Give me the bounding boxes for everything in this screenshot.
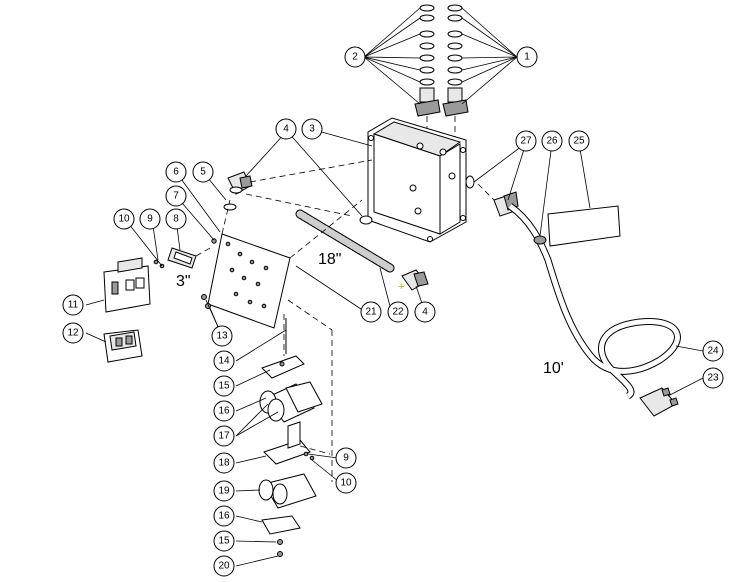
callout-13: 13	[211, 325, 233, 347]
callout-23: 23	[702, 367, 724, 389]
svg-text:14: 14	[218, 356, 230, 367]
capacitors-lower	[258, 473, 317, 509]
callout-5: 5	[192, 161, 214, 183]
washer	[277, 539, 283, 545]
svg-text:25: 25	[573, 136, 585, 147]
svg-text:3: 3	[309, 124, 315, 135]
nut	[277, 551, 283, 557]
svg-text:20: 20	[218, 561, 230, 572]
svg-text:12: 12	[67, 328, 79, 339]
svg-text:19: 19	[218, 486, 230, 497]
din-rail-length-label: 3"	[176, 273, 191, 290]
callout-12: 12	[62, 322, 84, 344]
screw	[211, 238, 217, 244]
svg-text:7: 7	[173, 191, 179, 202]
svg-text:9: 9	[147, 214, 153, 225]
capacitors-upper	[259, 381, 323, 423]
callout-10: 10	[113, 208, 135, 230]
clamp-lower	[261, 515, 301, 535]
mounting-bracket	[263, 421, 311, 465]
backplate	[207, 233, 291, 329]
svg-text:5: 5	[200, 167, 206, 178]
svg-text:13: 13	[216, 331, 228, 342]
callout-27: 27	[515, 130, 537, 152]
callout-8: 8	[165, 208, 187, 230]
callout-9: 9	[139, 208, 161, 230]
power-cord	[507, 203, 681, 400]
leaders-2-1	[363, 7, 518, 105]
svg-text:15: 15	[218, 536, 230, 547]
callout-9: 9	[335, 447, 357, 469]
callout-4: 4	[275, 118, 297, 140]
svg-text:22: 22	[392, 307, 404, 318]
fitting-stack-right	[442, 4, 469, 117]
svg-text:1: 1	[524, 52, 530, 63]
callout-15: 15	[213, 530, 235, 552]
contactor	[103, 257, 151, 313]
svg-text:10: 10	[118, 214, 130, 225]
callout-19: 19	[213, 480, 235, 502]
callout-7: 7	[165, 185, 187, 207]
svg-text:26: 26	[546, 136, 558, 147]
callout-2: 2	[344, 46, 366, 68]
svg-text:21: 21	[365, 307, 377, 318]
callout-16: 16	[213, 505, 235, 527]
svg-text:6: 6	[173, 167, 179, 178]
callout-17: 17	[213, 425, 235, 447]
callout-18: 18	[213, 452, 235, 474]
svg-text:15: 15	[218, 381, 230, 392]
svg-text:18: 18	[218, 458, 230, 469]
callout-21: 21	[360, 301, 382, 323]
conduit-length-label: 18"	[318, 251, 341, 268]
flex-conduit	[295, 209, 395, 273]
callout-3: 3	[301, 118, 323, 140]
fitting-stack-left	[414, 4, 441, 117]
locknut	[359, 215, 373, 225]
callout-10: 10	[335, 472, 357, 494]
clamp-upper	[261, 355, 305, 379]
svg-text:27: 27	[520, 136, 532, 147]
callout-11: 11	[62, 294, 84, 316]
callout-4: 4	[414, 301, 436, 323]
elbow-fitting-upper	[223, 171, 253, 211]
cord-length-label: 10'	[543, 360, 564, 377]
callout-16: 16	[213, 400, 235, 422]
callout-1: 1	[516, 46, 538, 68]
svg-text:24: 24	[707, 346, 719, 357]
svg-text:8: 8	[173, 214, 179, 225]
svg-text:+: +	[398, 281, 404, 293]
callout-20: 20	[213, 555, 235, 577]
svg-text:4: 4	[422, 307, 428, 318]
enclosure-box	[367, 117, 467, 243]
svg-text:10: 10	[340, 478, 352, 489]
plug	[639, 387, 679, 417]
svg-text:2: 2	[352, 52, 358, 63]
svg-text:16: 16	[218, 511, 230, 522]
overload-relay	[103, 329, 143, 363]
callout-14: 14	[213, 350, 235, 372]
callout-22: 22	[387, 301, 409, 323]
screw	[201, 294, 207, 300]
callout-6: 6	[165, 161, 187, 183]
svg-text:9: 9	[343, 453, 349, 464]
din-rail	[167, 247, 197, 269]
callout-25: 25	[568, 130, 590, 152]
svg-text:16: 16	[218, 406, 230, 417]
svg-text:11: 11	[68, 300, 79, 311]
callout-15: 15	[213, 375, 235, 397]
svg-text:23: 23	[707, 373, 719, 384]
svg-text:4: 4	[283, 124, 289, 135]
elbow-fitting-lower	[401, 269, 429, 291]
cord-tag	[533, 205, 621, 247]
callout-24: 24	[702, 340, 724, 362]
svg-text:17: 17	[218, 431, 230, 442]
callout-26: 26	[541, 130, 563, 152]
